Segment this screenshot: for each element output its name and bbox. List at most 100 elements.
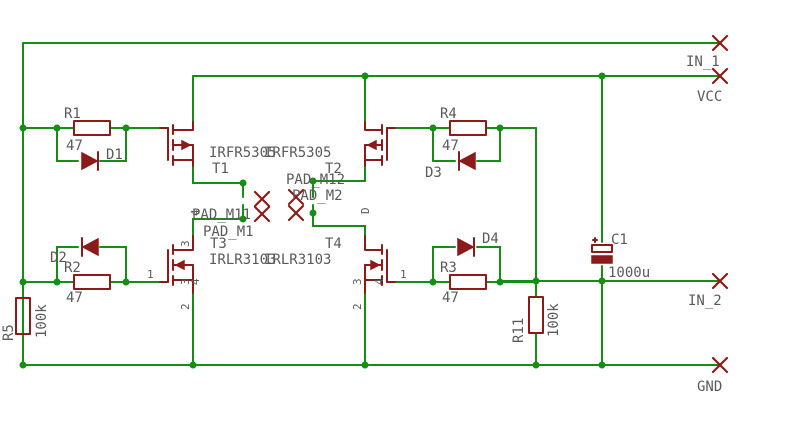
wire-d2-loop-r (99, 246, 127, 283)
junction (532, 277, 540, 285)
label-t2-ref: T2 (325, 161, 342, 177)
junction (361, 72, 369, 80)
pad-m1-mark (253, 205, 271, 223)
pin-t4-drain: 3 (351, 278, 364, 285)
resistor-r1 (73, 120, 111, 136)
pad-m2-mark (287, 204, 305, 222)
junction (53, 278, 61, 286)
mosfet-t2 (364, 121, 396, 167)
junction (19, 278, 27, 286)
junction (598, 361, 606, 369)
resistor-r2 (73, 274, 111, 290)
junction (122, 124, 130, 132)
label-t3-ref: T3 (210, 236, 227, 252)
junction (53, 124, 61, 132)
junction (361, 361, 369, 369)
wires (22, 42, 719, 366)
wire-d3-loop (432, 127, 456, 162)
resistors (15, 120, 544, 335)
junction (239, 179, 247, 187)
wire-d4-loop (432, 246, 456, 283)
label-r11-ref: R11 (511, 318, 527, 343)
label-d4: D4 (482, 231, 499, 247)
junction (532, 361, 540, 369)
diode-d4 (457, 237, 475, 257)
label-pad-m1: PAD_M1 (203, 224, 254, 240)
resistor-r4 (449, 120, 487, 136)
terminal-vcc-mark (711, 67, 729, 85)
junction (19, 124, 27, 132)
terminal-in2-mark (711, 272, 729, 290)
label-t4-part: IRLR3103 (264, 252, 331, 268)
junction (598, 277, 606, 285)
junction (496, 124, 504, 132)
label-r5-value: 100k (34, 304, 50, 338)
label-vcc: VCC (697, 89, 722, 105)
mosfet-t1 (159, 121, 194, 167)
wire-d4-loop-r (476, 246, 501, 283)
resistor-r3 (449, 274, 487, 290)
diode-d3 (458, 151, 476, 171)
pin-t3-source: 2 (179, 303, 192, 310)
label-t4-ref: T4 (325, 236, 342, 252)
diodes (81, 151, 476, 257)
wire-d1-loop (56, 127, 79, 162)
junction (239, 215, 247, 223)
label-r1-value: 47 (66, 138, 83, 154)
resistor-r11 (528, 296, 544, 334)
label-r2-value: 47 (66, 290, 83, 306)
wire-d2-loop (56, 246, 79, 283)
label-c1-value: 1000u (608, 265, 650, 281)
label-t1-part: IRFR5305 (209, 145, 276, 161)
junction (598, 72, 606, 80)
pin-t4-source: 2 (351, 303, 364, 310)
pin-t3-drain: 3 (179, 240, 192, 247)
junction (122, 278, 130, 286)
terminal-in1-mark (711, 34, 729, 52)
junction (309, 177, 317, 185)
label-in1: IN_1 (686, 54, 720, 70)
label-r3-ref: R3 (440, 260, 457, 276)
label-pad-m12: PAD_M12 (286, 172, 345, 188)
diode-d2 (81, 237, 99, 257)
pin-pad-d: D (359, 207, 372, 214)
diode-d1 (81, 151, 99, 171)
label-d3: D3 (425, 165, 442, 181)
label-t2-part: IRFR5305 (264, 145, 331, 161)
pin-t3-gate: 1 (147, 268, 154, 281)
wire-mid-left-t3 (192, 204, 244, 237)
wire-d1-loop-r (99, 127, 127, 162)
label-r4-value: 47 (442, 138, 459, 154)
junction (496, 278, 504, 286)
label-d1: D1 (106, 147, 123, 163)
wire-mid-left-t1 (192, 165, 244, 198)
label-t3-part: IRLR3103 (209, 252, 276, 268)
junction (19, 361, 27, 369)
label-r5-ref: R5 (1, 324, 17, 341)
junction (189, 361, 197, 369)
pin-pad-m11: 4 (189, 209, 202, 216)
capacitor-c1 (591, 237, 613, 264)
label-in2: IN_2 (688, 293, 722, 309)
label-pad-m11: PAD_M11 (192, 207, 251, 223)
junctions (19, 72, 606, 369)
wire-mid-right-t4 (312, 204, 366, 237)
label-pad-m2: PAD_M2 (292, 188, 343, 204)
pin-t4-tab: 4 (373, 278, 386, 285)
label-r2-ref: R2 (64, 260, 81, 276)
label-c1-ref: C1 (611, 232, 628, 248)
junction (429, 278, 437, 286)
labels: IN_1 VCC IN_2 GND R1 47 R2 47 R4 47 R3 4… (1, 54, 722, 395)
terminals (253, 34, 729, 374)
label-t1-ref: T1 (212, 161, 229, 177)
label-d2: D2 (50, 250, 67, 266)
terminal-gnd-mark (711, 356, 729, 374)
pad-m12-mark (287, 188, 305, 206)
junction (429, 124, 437, 132)
label-r3-value: 47 (442, 290, 459, 306)
label-gnd: GND (697, 379, 722, 395)
pin-t3-tab: 4 (189, 278, 202, 285)
pin-t3-drain-alt: 3 (179, 278, 192, 285)
